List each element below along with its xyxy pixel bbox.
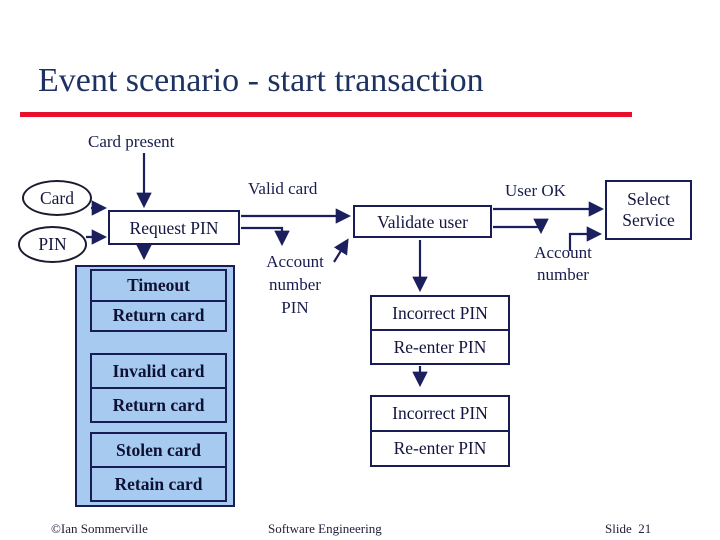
node-select-service-line2: Service bbox=[622, 210, 675, 230]
stolen-card-box: Stolen card Retain card bbox=[90, 432, 227, 502]
incorrect-pin-box-1-row1: Incorrect PIN bbox=[392, 302, 488, 323]
label-account-number-pin-line3: PIN bbox=[281, 298, 309, 317]
timeout-box-row1: Timeout bbox=[127, 274, 190, 295]
node-card-ellipse: Card bbox=[22, 180, 92, 216]
timeout-box: Timeout Return card bbox=[90, 269, 227, 332]
node-request-pin: Request PIN bbox=[108, 210, 240, 245]
node-validate-user: Validate user bbox=[353, 205, 492, 238]
label-account-number-line2: number bbox=[537, 265, 589, 284]
incorrect-pin-box-2: Incorrect PIN Re-enter PIN bbox=[370, 395, 510, 467]
label-user-ok: User OK bbox=[505, 181, 566, 200]
stolen-card-box-row1: Stolen card bbox=[115, 439, 202, 460]
node-pin-label: PIN bbox=[38, 234, 67, 254]
incorrect-pin-box-1: Incorrect PIN Re-enter PIN bbox=[370, 295, 510, 365]
node-select-service-line1: Select bbox=[627, 189, 670, 209]
label-valid-card: Valid card bbox=[248, 179, 318, 198]
node-pin-ellipse: PIN bbox=[18, 226, 87, 263]
node-select-service: Select Service bbox=[605, 180, 692, 240]
slide-title: Event scenario - start transaction bbox=[38, 62, 484, 99]
incorrect-pin-box-2-row2: Re-enter PIN bbox=[372, 430, 508, 465]
stolen-card-box-row2: Retain card bbox=[92, 466, 225, 500]
node-validate-user-label: Validate user bbox=[377, 211, 468, 232]
invalid-card-box-row1: Invalid card bbox=[112, 360, 205, 381]
label-account-number-line1: Account bbox=[534, 243, 592, 262]
footer-slide-number: Slide 21 bbox=[605, 521, 652, 536]
label-account-number-pin: Account number PIN bbox=[254, 250, 336, 319]
incorrect-pin-box-1-row2: Re-enter PIN bbox=[372, 329, 508, 363]
footer-book-title: Software Engineering bbox=[268, 521, 382, 536]
title-underline bbox=[20, 112, 632, 117]
label-card-present: Card present bbox=[88, 132, 175, 151]
incorrect-pin-box-2-row1: Incorrect PIN bbox=[392, 403, 488, 423]
invalid-card-box: Invalid card Return card bbox=[90, 353, 227, 423]
node-card-label: Card bbox=[39, 187, 75, 208]
label-account-number: Account number bbox=[523, 242, 603, 286]
timeout-box-row2: Return card bbox=[92, 299, 225, 331]
node-request-pin-label: Request PIN bbox=[129, 217, 219, 238]
label-account-number-pin-line1: Account bbox=[266, 252, 324, 271]
arrow-validate-user-to-account-number bbox=[493, 218, 549, 235]
invalid-card-box-row2: Return card bbox=[92, 387, 225, 421]
label-account-number-pin-line2: number bbox=[269, 275, 321, 294]
footer-author: ©Ian Sommerville bbox=[51, 521, 148, 536]
arrow-request-pin-to-account-number-pin bbox=[241, 226, 290, 247]
